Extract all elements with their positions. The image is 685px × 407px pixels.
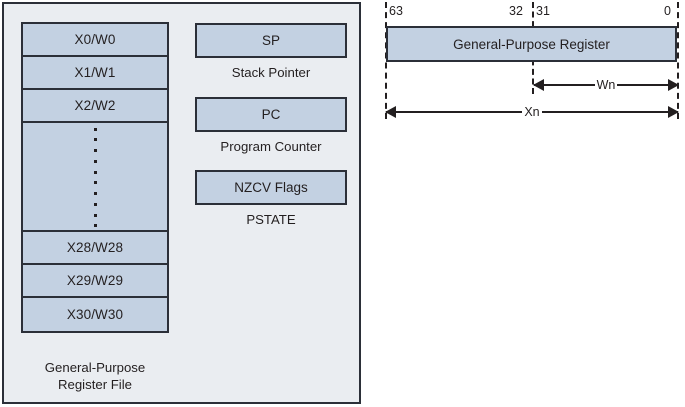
general-purpose-register-box-label: General-Purpose Register <box>453 36 610 52</box>
xn-width-arrow: Xn <box>385 103 679 121</box>
bit-label-0: 0 <box>664 4 671 18</box>
register-file-caption-line1: General-Purpose <box>44 360 146 375</box>
xn-label: Xn <box>386 103 678 121</box>
bit0-guide-line <box>677 2 679 119</box>
program-counter-box: PC <box>195 97 347 132</box>
register-label: X0/W0 <box>74 32 116 47</box>
register-bit-width-diagram: 63 32 31 0 General-Purpose Register Wn X… <box>378 0 685 130</box>
register-label: X30/W30 <box>66 307 124 322</box>
wn-arrowhead-right-icon <box>668 79 679 91</box>
register-row-x1: X1/W1 <box>23 57 167 90</box>
general-purpose-register-file: X0/W0 X1/W1 X2/W2 X28/W28 X29/W29 X30/W3… <box>21 22 169 333</box>
register-label: X2/W2 <box>74 98 116 113</box>
wn-label: Wn <box>534 76 678 94</box>
xn-arrowhead-left-icon <box>385 106 396 118</box>
pstate-caption: PSTATE <box>246 212 296 227</box>
stack-pointer-box: SP <box>195 23 347 58</box>
register-row-x29: X29/W29 <box>23 265 167 298</box>
vertical-ellipsis-icon <box>93 127 97 228</box>
program-counter-caption: Program Counter <box>220 139 322 154</box>
bit-label-31: 31 <box>536 4 550 18</box>
nzcv-flags-box: NZCV Flags <box>195 170 347 205</box>
register-row-x0: X0/W0 <box>23 24 167 57</box>
bit-label-32: 32 <box>509 4 523 18</box>
general-purpose-register-box: General-Purpose Register <box>386 26 677 62</box>
bit-label-63: 63 <box>389 4 403 18</box>
stack-pointer-caption: Stack Pointer <box>231 65 311 80</box>
register-row-ellipsis <box>23 123 167 232</box>
register-label: X1/W1 <box>74 65 116 80</box>
xn-arrowhead-right-icon <box>668 106 679 118</box>
register-row-x30: X30/W30 <box>23 298 167 331</box>
wn-label-text: Wn <box>594 78 618 92</box>
register-file-caption: General-Purpose Register File <box>21 359 169 393</box>
register-row-x28: X28/W28 <box>23 232 167 265</box>
wn-arrowhead-left-icon <box>533 79 544 91</box>
nzcv-flags-box-label: NZCV Flags <box>234 180 308 195</box>
general-purpose-panel: X0/W0 X1/W1 X2/W2 X28/W28 X29/W29 X30/W3… <box>2 2 361 404</box>
register-file-caption-line2: Register File <box>57 377 133 392</box>
register-row-x2: X2/W2 <box>23 90 167 123</box>
stack-pointer-box-label: SP <box>261 33 280 48</box>
program-counter-box-label: PC <box>261 107 281 122</box>
wn-width-arrow: Wn <box>533 76 679 94</box>
register-label: X28/W28 <box>66 240 124 255</box>
register-label: X29/W29 <box>66 273 124 288</box>
xn-label-text: Xn <box>522 105 542 119</box>
